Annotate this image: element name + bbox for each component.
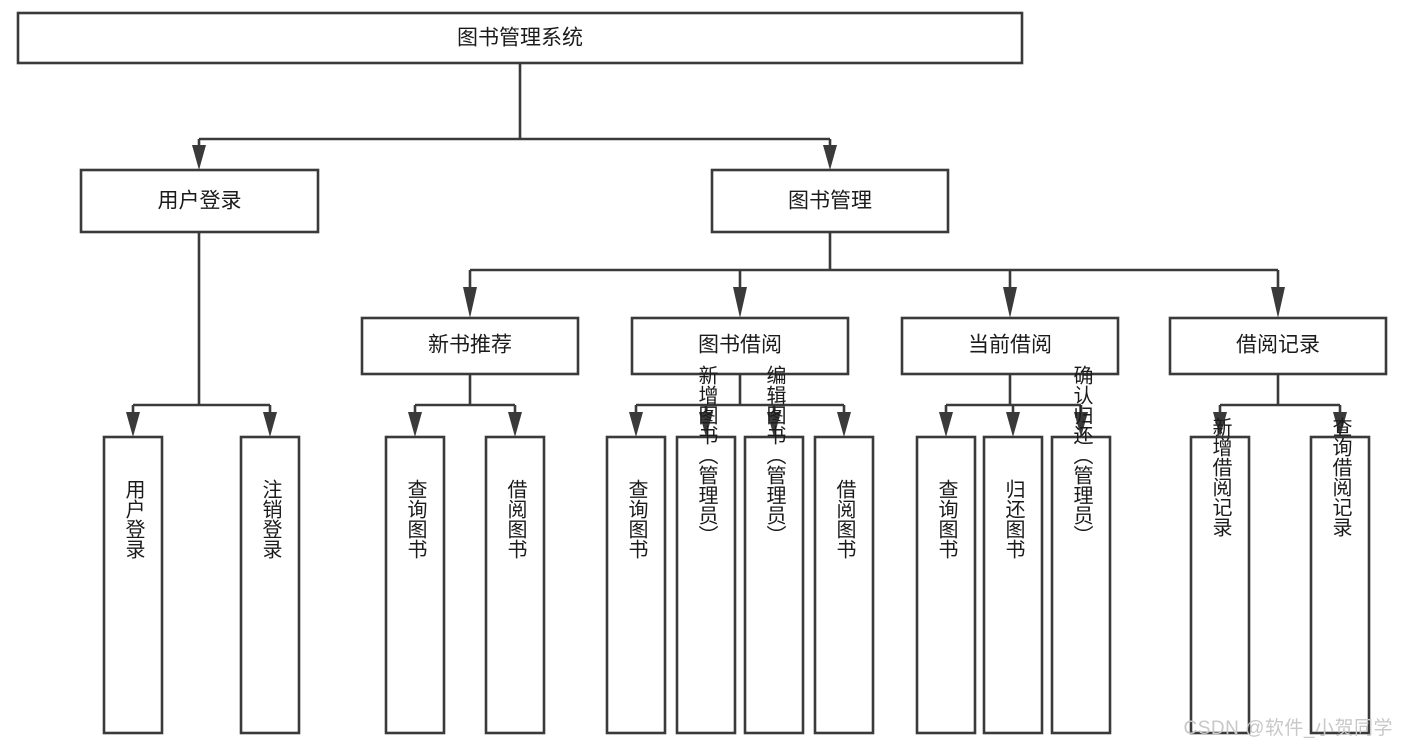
leaf-edit-book-label: 编辑图书（管理员） (763, 365, 786, 545)
leaf-user-login[interactable]: 用户登录 (102, 435, 164, 735)
leaf-borrow-book-2[interactable]: 借阅图书 (813, 435, 875, 735)
node-book-management[interactable]: 图书管理 (710, 168, 950, 234)
leaf-borrow-book-2-label: 借阅图书 (833, 479, 856, 559)
arrow-to-leaf-borrow-book-2 (837, 412, 851, 437)
node-book-borrow[interactable]: 图书借阅 (630, 316, 850, 376)
arrow-to-book-mgmt (823, 145, 837, 170)
leaf-query-record[interactable]: 查询借阅记录 (1309, 417, 1371, 735)
leaf-query-book-3[interactable]: 查询图书 (915, 435, 977, 735)
node-current-borrow-label: 当前借阅 (968, 334, 1052, 357)
arrow-to-leaf-edit-book (767, 412, 781, 437)
arrow-to-new-book-rec (463, 287, 477, 318)
arrow-to-leaf-user-login (126, 412, 140, 437)
arrow-to-current-borrow (1003, 287, 1017, 318)
leaf-query-book-1[interactable]: 查询图书 (384, 435, 446, 735)
leaf-add-record-label: 新增借阅记录 (1209, 417, 1232, 537)
leaf-edit-book[interactable]: 编辑图书（管理员） (743, 365, 805, 735)
leaf-user-login-label: 用户登录 (122, 479, 145, 559)
leaf-logout-label: 注销登录 (259, 479, 282, 559)
arrow-to-leaf-add-record (1213, 412, 1227, 437)
node-current-borrow[interactable]: 当前借阅 (900, 316, 1120, 376)
leaf-borrow-book-1-label: 借阅图书 (504, 479, 527, 559)
arrow-to-book-borrow (733, 287, 747, 318)
leaf-query-book-1-label: 查询图书 (404, 479, 427, 559)
leaf-return-book-label: 归还图书 (1002, 479, 1025, 559)
arrow-to-leaf-query-book-2 (629, 412, 643, 437)
leaf-add-book-label: 新增图书（管理员） (695, 365, 718, 545)
leaf-add-book[interactable]: 新增图书（管理员） (675, 365, 737, 735)
edge-layer (126, 63, 1347, 437)
arrow-to-leaf-logout (263, 412, 277, 437)
arrow-to-leaf-confirm-return (1074, 412, 1088, 437)
leaf-confirm-return-label: 确认归还（管理员） (1070, 365, 1093, 545)
node-user-login-label: 用户登录 (158, 190, 242, 213)
node-book-management-label: 图书管理 (788, 190, 872, 213)
node-user-login[interactable]: 用户登录 (79, 168, 320, 234)
node-new-book-recommend-label: 新书推荐 (428, 334, 512, 357)
leaf-add-record[interactable]: 新增借阅记录 (1189, 417, 1251, 735)
node-borrow-record[interactable]: 借阅记录 (1168, 316, 1388, 376)
leaf-query-book-2-label: 查询图书 (625, 479, 648, 559)
leaf-return-book[interactable]: 归还图书 (982, 435, 1044, 735)
leaf-logout[interactable]: 注销登录 (239, 435, 301, 735)
arrow-to-leaf-query-book-1 (408, 412, 422, 437)
leaf-confirm-return[interactable]: 确认归还（管理员） (1050, 365, 1112, 735)
node-new-book-recommend[interactable]: 新书推荐 (360, 316, 580, 376)
arrow-to-user-login (192, 145, 206, 170)
arrow-to-leaf-query-book-3 (939, 412, 953, 437)
node-root[interactable]: 图书管理系统 (16, 11, 1024, 65)
arrow-to-leaf-add-book (699, 412, 713, 437)
node-book-borrow-label: 图书借阅 (698, 334, 782, 357)
node-root-label: 图书管理系统 (457, 27, 583, 50)
leaf-query-book-3-label: 查询图书 (935, 479, 958, 559)
arrow-to-leaf-return-book (1006, 412, 1020, 437)
leaf-borrow-book-1[interactable]: 借阅图书 (484, 435, 546, 735)
arrow-to-leaf-borrow-book-1 (508, 412, 522, 437)
arrow-to-leaf-query-record (1333, 412, 1347, 437)
leaf-query-record-label: 查询借阅记录 (1329, 417, 1352, 537)
leaf-query-book-2[interactable]: 查询图书 (605, 435, 667, 735)
node-borrow-record-label: 借阅记录 (1236, 334, 1320, 357)
arrow-to-borrow-record (1271, 287, 1285, 318)
